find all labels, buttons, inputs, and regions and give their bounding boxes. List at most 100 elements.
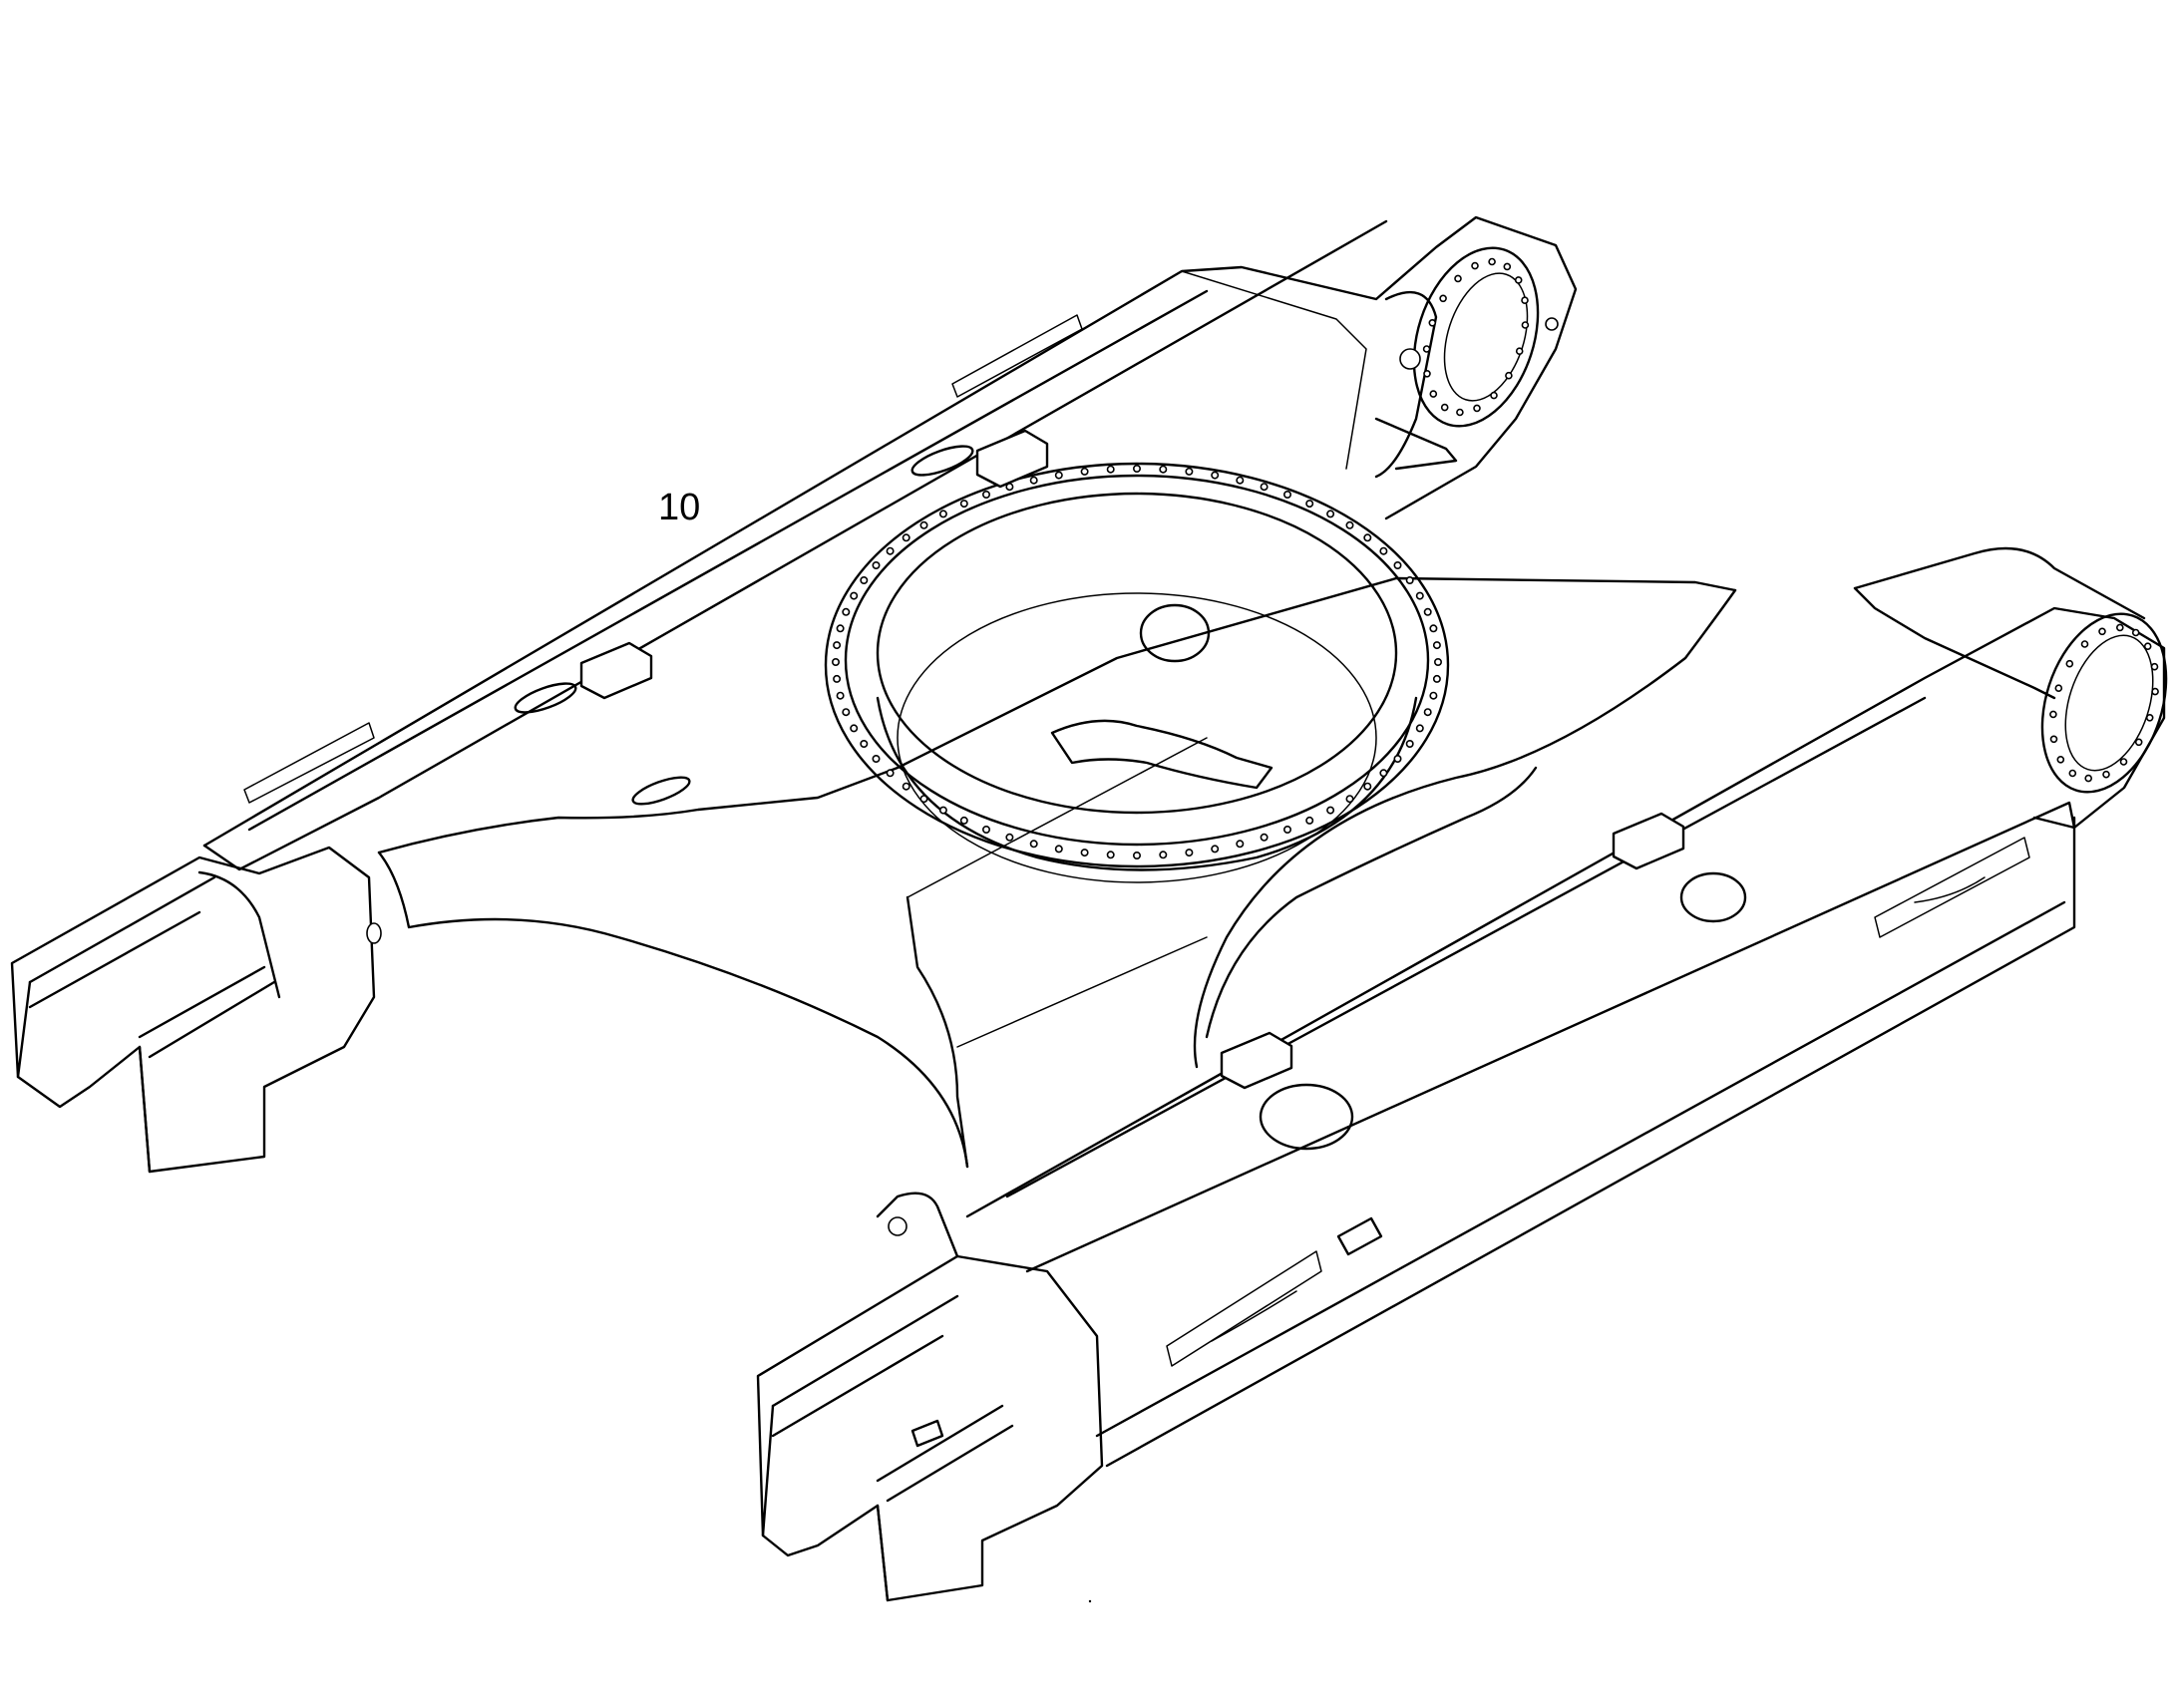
idler-bolt-hole — [1440, 403, 1449, 412]
bolt-hole — [1429, 624, 1438, 633]
idler-bolt-hole — [2116, 623, 2124, 632]
bolt-hole — [872, 754, 881, 763]
idler-bolt-hole — [1423, 369, 1431, 378]
bolt-hole — [981, 825, 990, 834]
bolt-hole — [850, 724, 859, 733]
idler-bolt-hole — [1515, 347, 1524, 356]
bolt-hole — [938, 510, 947, 518]
idler-bolt-hole — [2056, 755, 2065, 764]
bolt-hole — [850, 591, 859, 600]
bolt-hole — [1345, 520, 1354, 529]
bolt-hole — [1415, 591, 1424, 600]
idler-bolt-hole — [2065, 659, 2074, 668]
idler-bolt-hole — [2151, 687, 2159, 696]
bolt-hole — [1185, 849, 1194, 857]
bolt-hole — [1432, 674, 1441, 683]
idler-bolt-hole — [1471, 261, 1479, 270]
bolt-hole — [938, 806, 947, 815]
idler-bolt-hole — [2068, 769, 2077, 778]
bolt-hole — [1029, 840, 1038, 849]
bolt-hole — [860, 575, 869, 584]
idler-bolt-hole — [1503, 262, 1512, 271]
bolt-hole — [833, 641, 842, 650]
bolt-hole — [833, 674, 842, 683]
bolt-hole — [1326, 510, 1335, 518]
left-side-frame — [202, 215, 1578, 871]
idler-bolt-hole — [1490, 391, 1498, 400]
bolt-hole — [1305, 816, 1314, 825]
bolt-hole — [1405, 739, 1414, 748]
bolt-hole — [1106, 851, 1115, 859]
idler-bolt-hole — [2145, 713, 2154, 722]
bolt-hole — [1185, 467, 1194, 476]
bolt-hole — [1005, 833, 1014, 842]
bolt-hole — [1283, 825, 1292, 834]
idler-bolt-hole — [1521, 296, 1529, 305]
bolt-hole — [1080, 849, 1089, 857]
bolt-hole — [1379, 769, 1388, 778]
bolt-hole — [831, 657, 840, 666]
bolt-hole — [1379, 546, 1388, 555]
bolt-hole — [1106, 465, 1115, 474]
bolt-hole — [1393, 754, 1402, 763]
bolt-hole — [919, 795, 928, 804]
idler-bolt-hole — [1429, 390, 1438, 398]
bolt-hole — [1236, 840, 1245, 849]
part-number-callout-10: 10 — [658, 487, 701, 528]
idler-bolt-hole — [2150, 662, 2159, 671]
bolt-hole — [836, 691, 845, 700]
bolt-hole — [1211, 845, 1220, 854]
idler-bolt-hole — [1428, 318, 1437, 327]
idler-bolt-hole — [1505, 371, 1513, 380]
track-guide-plates — [243, 314, 2030, 1367]
idler-bolt-hole — [2134, 738, 2143, 747]
bolt-hole — [959, 500, 968, 509]
bolt-hole — [1211, 471, 1220, 480]
idler-bolt-hole — [1521, 321, 1530, 329]
bolt-hole — [836, 624, 845, 633]
bolt-hole — [1363, 782, 1372, 791]
bolt-hole — [842, 708, 851, 717]
idler-bolt-hole — [2098, 627, 2106, 636]
bolt-hole — [1393, 560, 1402, 569]
bolt-hole — [1305, 500, 1314, 509]
bolt-hole — [959, 816, 968, 825]
bolt-hole — [1133, 464, 1142, 473]
bolt-hole — [1429, 691, 1438, 700]
idler-bolt-hole — [2080, 640, 2089, 648]
bolt-hole — [1415, 724, 1424, 733]
idler-bolt-hole — [1456, 408, 1464, 417]
idler-bolt-hole — [1514, 276, 1523, 284]
bolt-hole — [1363, 533, 1372, 542]
bolt-hole — [1434, 657, 1443, 666]
bolt-hole — [1283, 490, 1292, 499]
swing-bearing-ring — [824, 462, 1450, 883]
bolt-hole — [981, 490, 990, 499]
bolt-hole — [1133, 851, 1142, 859]
mounting-pads — [514, 429, 1747, 1256]
bolt-hole — [1029, 476, 1038, 485]
bolt-hole — [1260, 833, 1269, 842]
bolt-hole — [1423, 708, 1432, 717]
idler-bolt-hole — [2049, 735, 2058, 744]
idler-bolt-hole — [2084, 774, 2092, 783]
idler-bolt-hole — [2131, 628, 2140, 637]
bolt-hole — [1054, 471, 1063, 480]
idler-bolt-hole — [1473, 404, 1481, 413]
idler-bolt-hole — [2049, 710, 2057, 719]
left-front-end — [10, 846, 382, 1174]
idler-bolt-hole — [2054, 684, 2063, 693]
bolt-hole — [842, 607, 851, 616]
bolt-hole — [1054, 845, 1063, 854]
idler-bolt-hole — [1422, 345, 1431, 353]
bolt-hole — [1159, 465, 1168, 474]
bolt-hole — [1326, 806, 1335, 815]
bolt-hole — [919, 520, 928, 529]
idler-bolt-hole — [2102, 770, 2110, 779]
right-front-end — [756, 1192, 1104, 1602]
bolt-hole — [886, 546, 895, 555]
bearing-bolt-holes — [831, 464, 1443, 859]
bolt-hole — [886, 769, 895, 778]
bolt-hole — [1159, 851, 1168, 859]
